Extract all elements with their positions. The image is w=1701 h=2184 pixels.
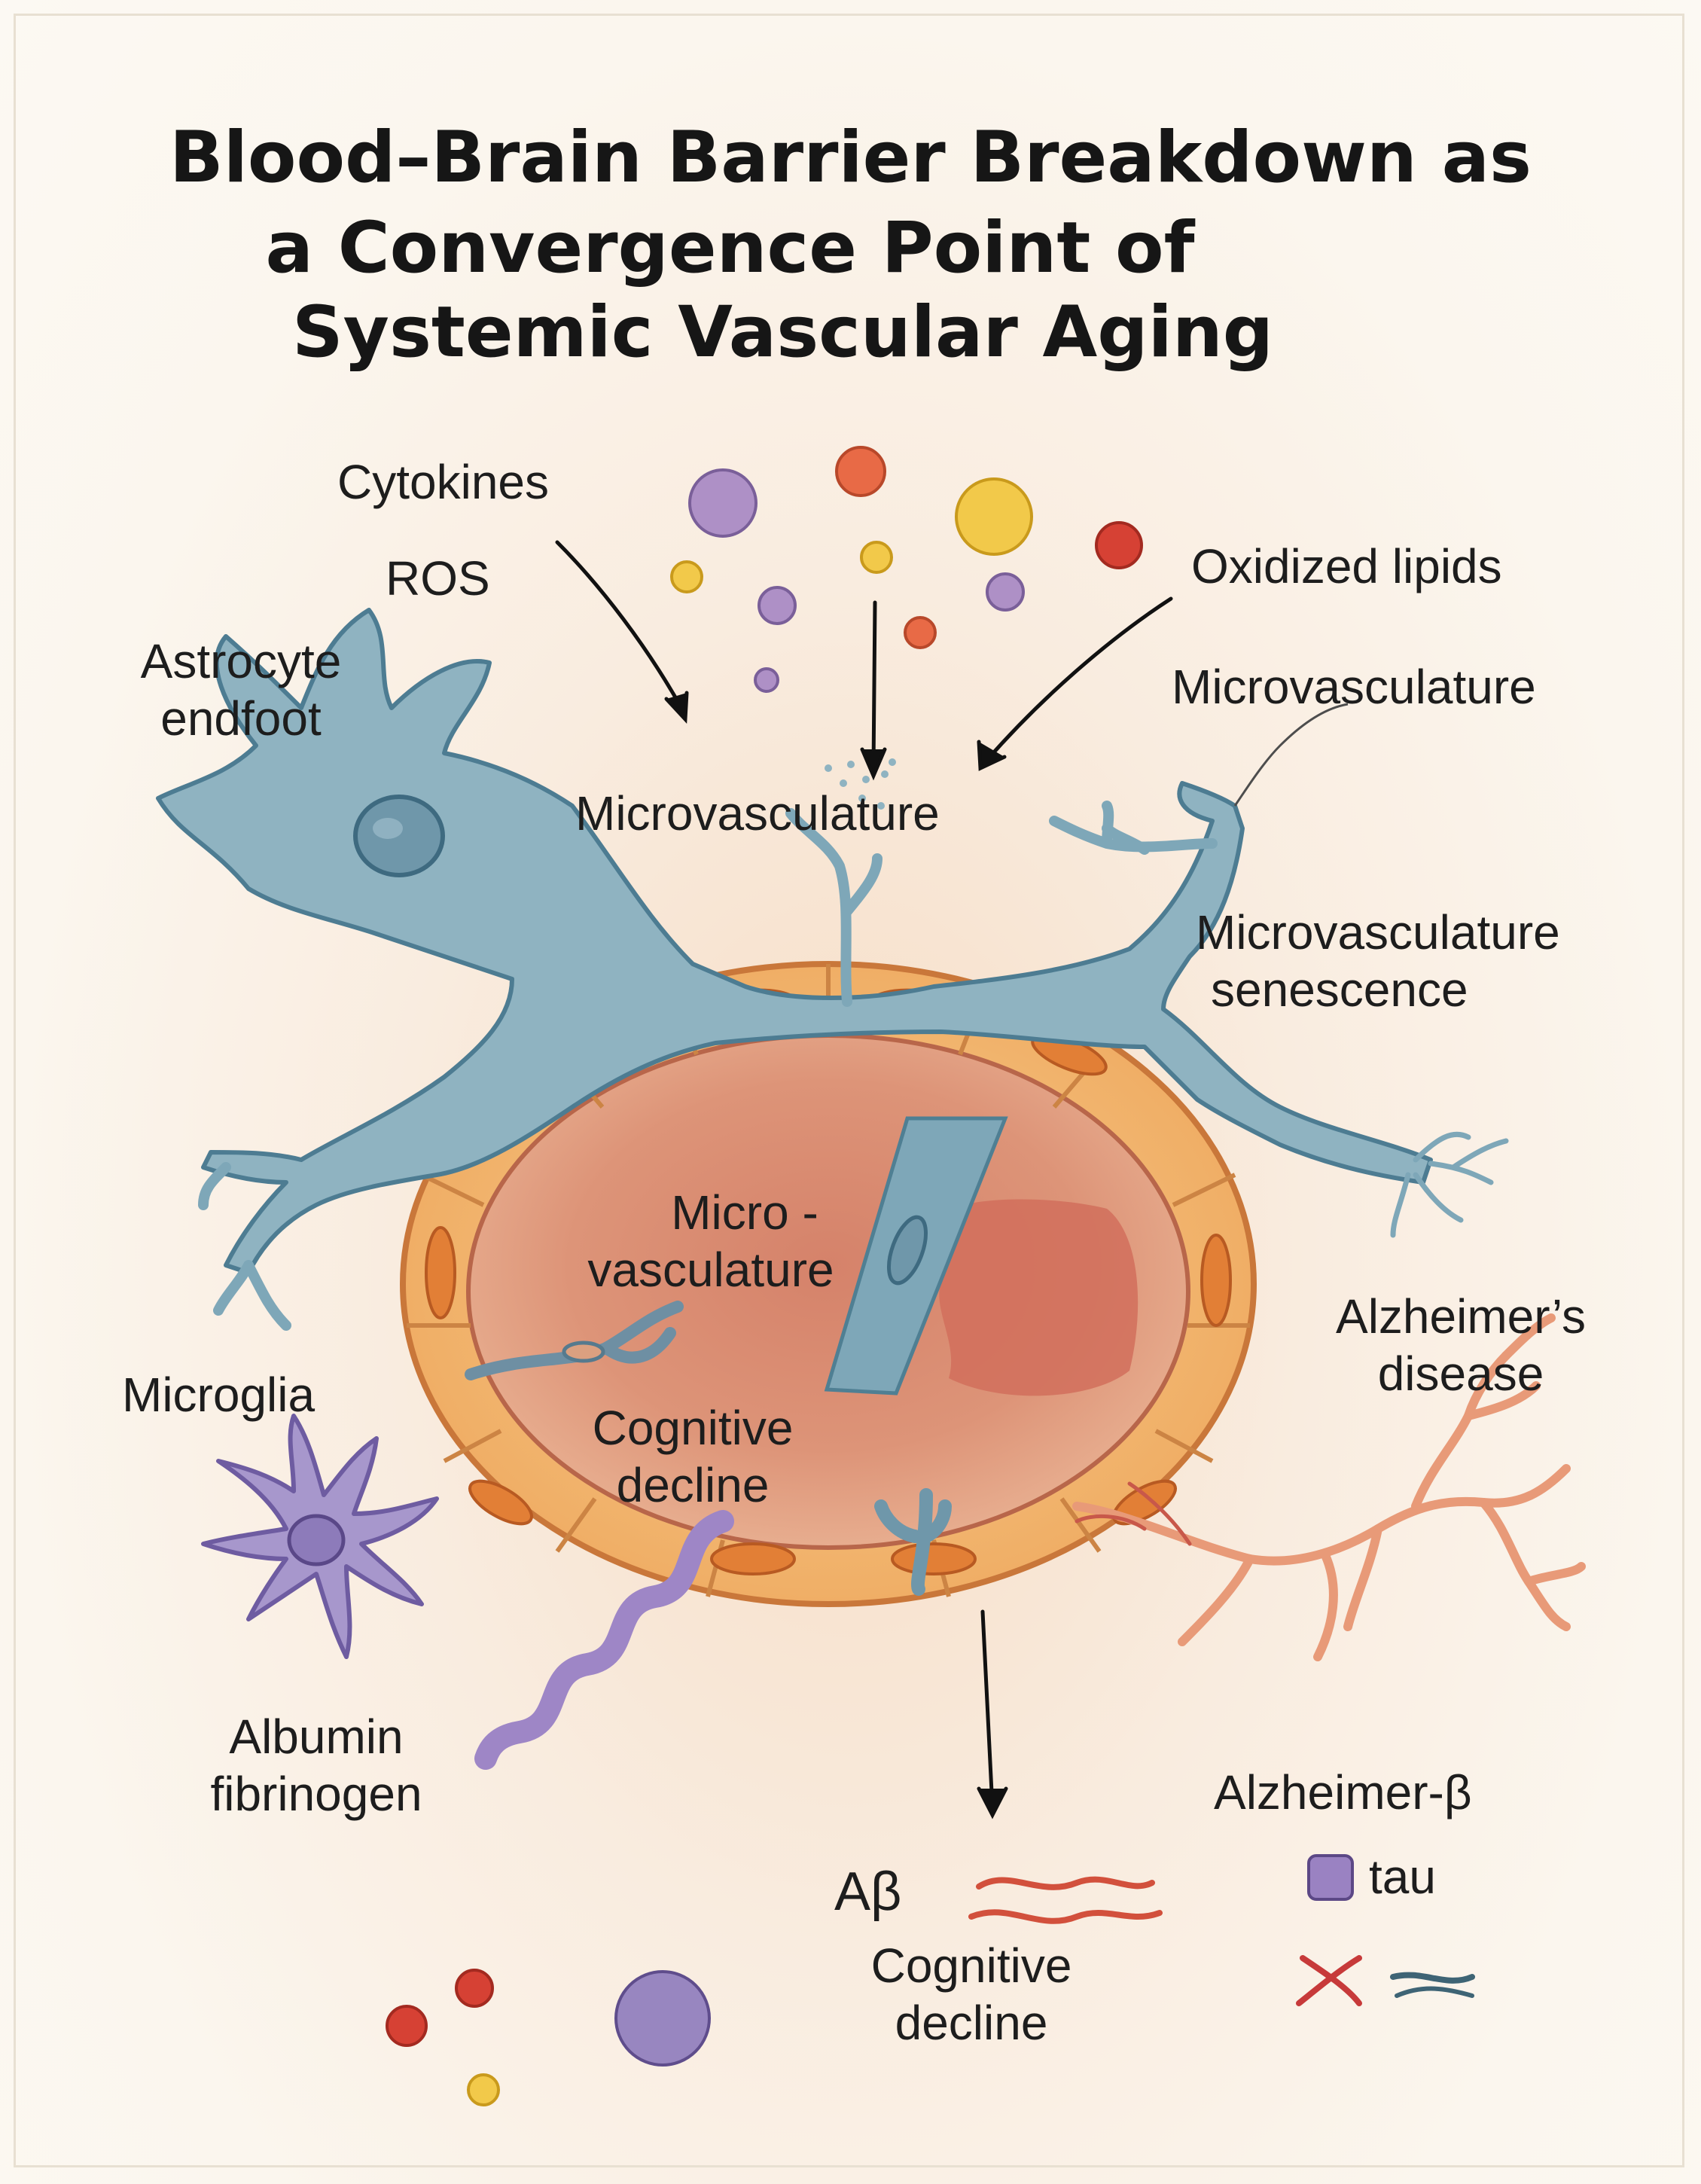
astrocyte-upper-right-tip: [1233, 703, 1349, 807]
label-cytokines: Cytokines: [337, 455, 549, 509]
arrow-oxidized: [984, 596, 1173, 763]
astrocyte-right-branches: [1049, 801, 1218, 855]
label-albumin-fibrinogen: Albumin fibrinogen: [210, 1710, 422, 1821]
tau-icon: [1307, 1854, 1354, 1901]
lumen-lesion: [939, 1199, 1139, 1396]
arrows: [555, 540, 1173, 1819]
tau-markers: [1296, 1955, 1475, 2006]
astrocyte: [156, 608, 1509, 1331]
neuron: [1072, 1313, 1586, 1661]
astrocyte-nucleus: [353, 795, 445, 877]
label-cognitive-decline-inner: Cognitive decline: [592, 1401, 794, 1512]
process-nucleus: [886, 1215, 928, 1286]
label-oxidized-lipids: Oxidized lipids: [1191, 539, 1502, 593]
frame-border: [14, 14, 1684, 2167]
astrocyte-left-branches: [198, 1162, 291, 1331]
abeta-fibrils: [968, 1876, 1163, 1924]
bottom-process-in-lumen: [874, 1488, 952, 1596]
title-line-2: a Convergence Point of: [265, 207, 1195, 289]
label-tau: tau: [1369, 1850, 1436, 1904]
top-molecules: [670, 446, 1143, 693]
label-cognitive-decline-bottom: Cognitive decline: [870, 1938, 1072, 2050]
title-line-3: Systemic Vascular Aging: [291, 291, 1274, 374]
arrow-down: [980, 1609, 995, 1810]
label-microglia: Microglia: [122, 1368, 316, 1422]
astrocyte-body: [156, 608, 1433, 1275]
bottom-molecules: [386, 1969, 711, 2106]
label-alzheimer-beta: Alzheimer-β: [1214, 1765, 1472, 1819]
astrocyte-top-process: [785, 808, 883, 1007]
label-micro-vasculature: Micro - vasculature: [587, 1185, 834, 1297]
arrow-cytokines: [555, 540, 684, 710]
astrocyte-far-right-branches: [1390, 1131, 1509, 1238]
title-line-1: Blood–Brain Barrier Breakdown as: [169, 117, 1532, 199]
label-microvasculature-senescence: Microvasculature senescence: [1196, 905, 1560, 1017]
microglia-cell: [201, 1414, 439, 1659]
label-ros: ROS: [386, 551, 490, 605]
label-microvasculature-top: Microvasculature: [575, 786, 940, 840]
label-astrocyte-endfoot: Astrocyte endfoot: [140, 634, 342, 746]
label-abeta: Aβ: [834, 1862, 902, 1922]
label-microvasculature-right: Microvasculature: [1172, 660, 1536, 714]
fibrinogen-strand: [474, 1510, 734, 1770]
arrow-center: [871, 600, 877, 770]
label-alzheimers-disease: Alzheimer’s disease: [1336, 1289, 1586, 1401]
